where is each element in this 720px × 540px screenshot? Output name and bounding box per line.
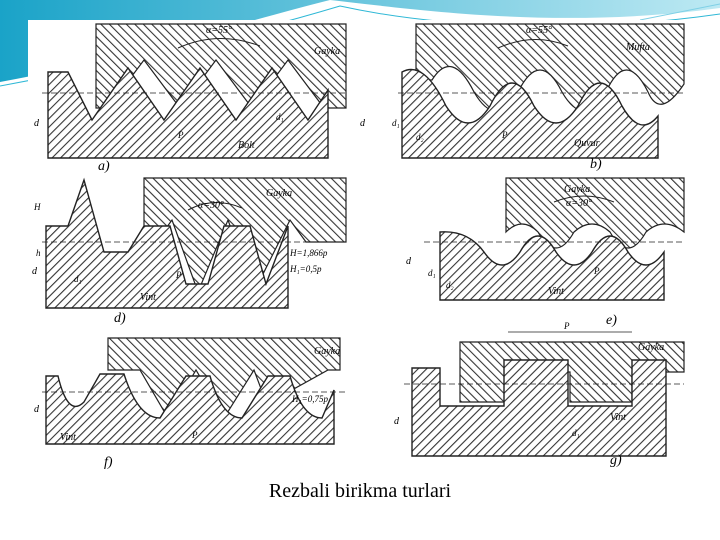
panel-d-h-label: h xyxy=(36,248,41,258)
panel-e-d2-label: d₂ xyxy=(446,280,454,290)
panel-e-angle: α=30° xyxy=(566,198,592,209)
panel-d-H-formula: H=1,866p xyxy=(289,248,328,258)
panel-d-angle: α=30° xyxy=(198,200,224,211)
panel-b-d-label: d xyxy=(360,118,366,129)
panel-b-d2-label: d₂ xyxy=(416,132,424,142)
panel-f-letter: f) xyxy=(104,455,113,470)
panel-d-screw-label: Vint xyxy=(140,292,156,303)
panel-a-pitch-label: P xyxy=(177,130,184,140)
panel-d-H-label: H xyxy=(33,202,41,212)
panel-a-bolt-label: Bolt xyxy=(238,140,255,151)
panel-f-d-label: d xyxy=(34,404,40,415)
panel-f-h1-formula: H₁=0,75p xyxy=(291,394,328,404)
thread-types-figure: α=55° Gayka Bolt P d d₁ a) α=55° Mufta Q… xyxy=(28,20,690,472)
panel-a-d1-label: d₁ xyxy=(276,112,284,122)
panel-a-d-label: d xyxy=(34,118,40,129)
panel-e-d-label: d xyxy=(406,256,412,267)
panel-a-bolt-thread: α=55° Gayka Bolt P d d₁ a) xyxy=(34,23,347,174)
panel-g-letter: g) xyxy=(610,453,622,468)
panel-b-pitch-label: P xyxy=(501,130,508,140)
panel-b-d1-label: d₁ xyxy=(392,118,400,128)
panel-e-d1-label: d₁ xyxy=(428,268,436,278)
panel-d-d-label: d xyxy=(32,266,38,277)
panel-a-angle: α=55° xyxy=(206,25,232,36)
panel-b-coupling-label: Mufta xyxy=(625,42,650,53)
panel-g-square-thread: P Gayka Vint d d₁ g) xyxy=(394,321,685,468)
panel-g-nut-label: Gayka xyxy=(638,342,664,353)
slide-caption: Rezbali birikma turlari xyxy=(268,480,452,502)
panel-g-screw-label: Vint xyxy=(610,412,626,423)
panel-f-buttress-thread: Gayka Vint H₁=0,75p P d f) xyxy=(34,337,346,470)
panel-e-pitch-label: P xyxy=(593,266,600,276)
panel-e-nut-label: Gayka xyxy=(564,184,590,195)
panel-g-d-label: d xyxy=(394,416,400,427)
panel-f-screw-label: Vint xyxy=(60,432,76,443)
panel-d-pitch-label: P xyxy=(175,270,182,280)
panel-d-h1-formula: H₁=0,5p xyxy=(289,264,322,274)
panel-a-letter: a) xyxy=(98,159,110,174)
panel-d-trapezoidal-thread: α=30° Gayka Vint H=1,866p H₁=0,5p P H h … xyxy=(32,177,347,326)
panel-g-d1-label: d₁ xyxy=(572,428,580,438)
panel-d-d1-label: d₁ xyxy=(74,274,82,284)
panel-e-round-thread: Gayka α=30° Vint P d d₁ d₂ e) xyxy=(406,177,685,328)
panel-e-letter: e) xyxy=(606,313,617,328)
panel-b-pipe-label: Quvur xyxy=(574,138,600,149)
panel-f-pitch-label: P xyxy=(191,430,198,440)
panel-b-angle: α=55° xyxy=(526,25,552,36)
panel-d-nut-label: Gayka xyxy=(266,188,292,199)
panel-d-letter: d) xyxy=(114,311,126,326)
panel-b-pipe-thread: α=55° Mufta Quvur P d d₁ d₂ b) xyxy=(360,23,685,172)
panel-b-letter: b) xyxy=(590,157,602,172)
panel-a-nut-label: Gayka xyxy=(314,46,340,57)
panel-e-screw-label: Vint xyxy=(548,286,564,297)
panel-f-nut-label: Gayka xyxy=(314,346,340,357)
panel-g-pitch-label: P xyxy=(563,321,570,331)
